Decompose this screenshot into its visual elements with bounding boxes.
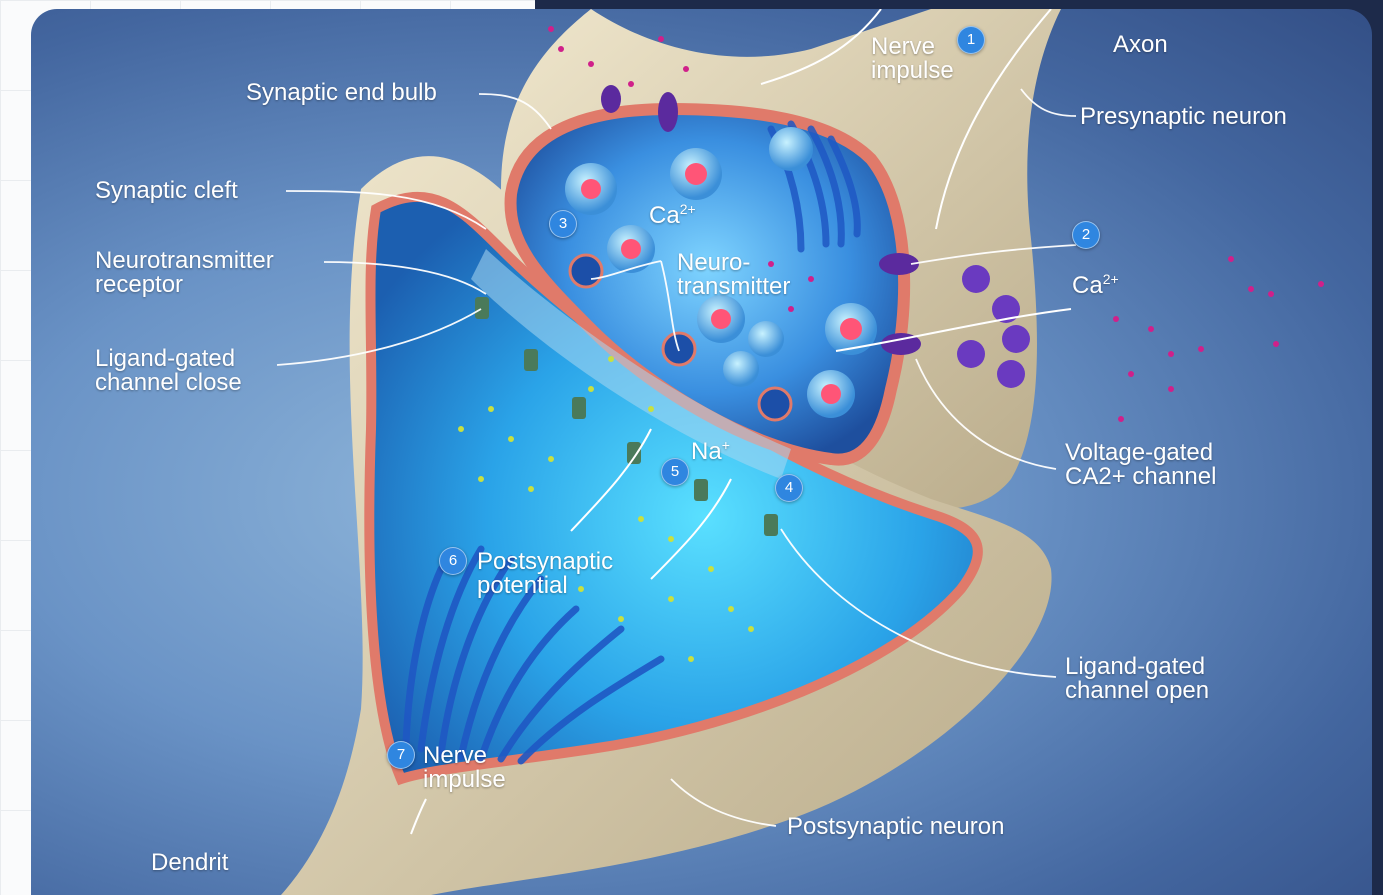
label-ca-right: Ca2+ — [1072, 267, 1119, 298]
label-nerve-impulse-bottom-line1: Nerve — [423, 744, 506, 768]
label-postsynaptic-potential-line1: Postsynaptic — [477, 550, 613, 574]
label-postsynaptic-potential: Postsynaptic potential — [477, 550, 613, 598]
label-na: Na+ — [691, 433, 730, 464]
label-synaptic-end-bulb: Synaptic end bulb — [246, 81, 437, 105]
label-neurotransmitter: Neuro- transmitter — [677, 251, 790, 299]
step-badge-1: 1 — [957, 26, 985, 54]
label-voltage-gated-line2: CA2+ channel — [1065, 465, 1216, 489]
label-ca-left: Ca2+ — [649, 197, 696, 228]
label-ligand-open-line2: channel open — [1065, 679, 1209, 703]
label-synaptic-cleft: Synaptic cleft — [95, 179, 238, 203]
step-badge-7: 7 — [387, 741, 415, 769]
label-ligand-close-line2: channel close — [95, 371, 242, 395]
label-presynaptic-neuron: Presynaptic neuron — [1080, 105, 1287, 129]
step-badge-2: 2 — [1072, 221, 1100, 249]
label-na-symbol: Na — [691, 438, 722, 465]
label-neurotransmitter-line1: Neuro- — [677, 251, 790, 275]
label-ligand-open-line1: Ligand-gated — [1065, 655, 1209, 679]
label-axon: Axon — [1113, 33, 1168, 57]
label-neurotransmitter-receptor-line1: Neurotransmitter — [95, 249, 274, 273]
label-nerve-impulse-top-line1: Nerve — [871, 35, 954, 59]
synapse-diagram-card: Axon Presynaptic neuron Synaptic end bul… — [31, 9, 1372, 895]
label-ligand-gated-close: Ligand-gated channel close — [95, 347, 242, 395]
label-neurotransmitter-line2: transmitter — [677, 275, 790, 299]
label-nerve-impulse-top-line2: impulse — [871, 59, 954, 83]
step-badge-5: 5 — [661, 458, 689, 486]
label-ligand-gated-open: Ligand-gated channel open — [1065, 655, 1209, 703]
label-ca-right-charge: 2+ — [1103, 271, 1119, 287]
label-nerve-impulse-bottom-line2: impulse — [423, 768, 506, 792]
label-voltage-gated-channel: Voltage-gated CA2+ channel — [1065, 441, 1216, 489]
label-ligand-close-line1: Ligand-gated — [95, 347, 242, 371]
label-neurotransmitter-receptor: Neurotransmitter receptor — [95, 249, 274, 297]
step-badge-3: 3 — [549, 210, 577, 238]
step-badge-6: 6 — [439, 547, 467, 575]
label-ca-right-symbol: Ca — [1072, 272, 1103, 299]
step-badge-4: 4 — [775, 474, 803, 502]
label-ca-left-charge: 2+ — [680, 201, 696, 217]
label-na-charge: + — [722, 437, 730, 453]
label-neurotransmitter-receptor-line2: receptor — [95, 273, 274, 297]
label-nerve-impulse-top: Nerve impulse — [871, 35, 954, 83]
label-postsynaptic-potential-line2: potential — [477, 574, 613, 598]
label-dendrit: Dendrit — [151, 851, 228, 875]
label-postsynaptic-neuron: Postsynaptic neuron — [787, 815, 1004, 839]
label-nerve-impulse-bottom: Nerve impulse — [423, 744, 506, 792]
label-ca-left-symbol: Ca — [649, 202, 680, 229]
label-voltage-gated-line1: Voltage-gated — [1065, 441, 1216, 465]
